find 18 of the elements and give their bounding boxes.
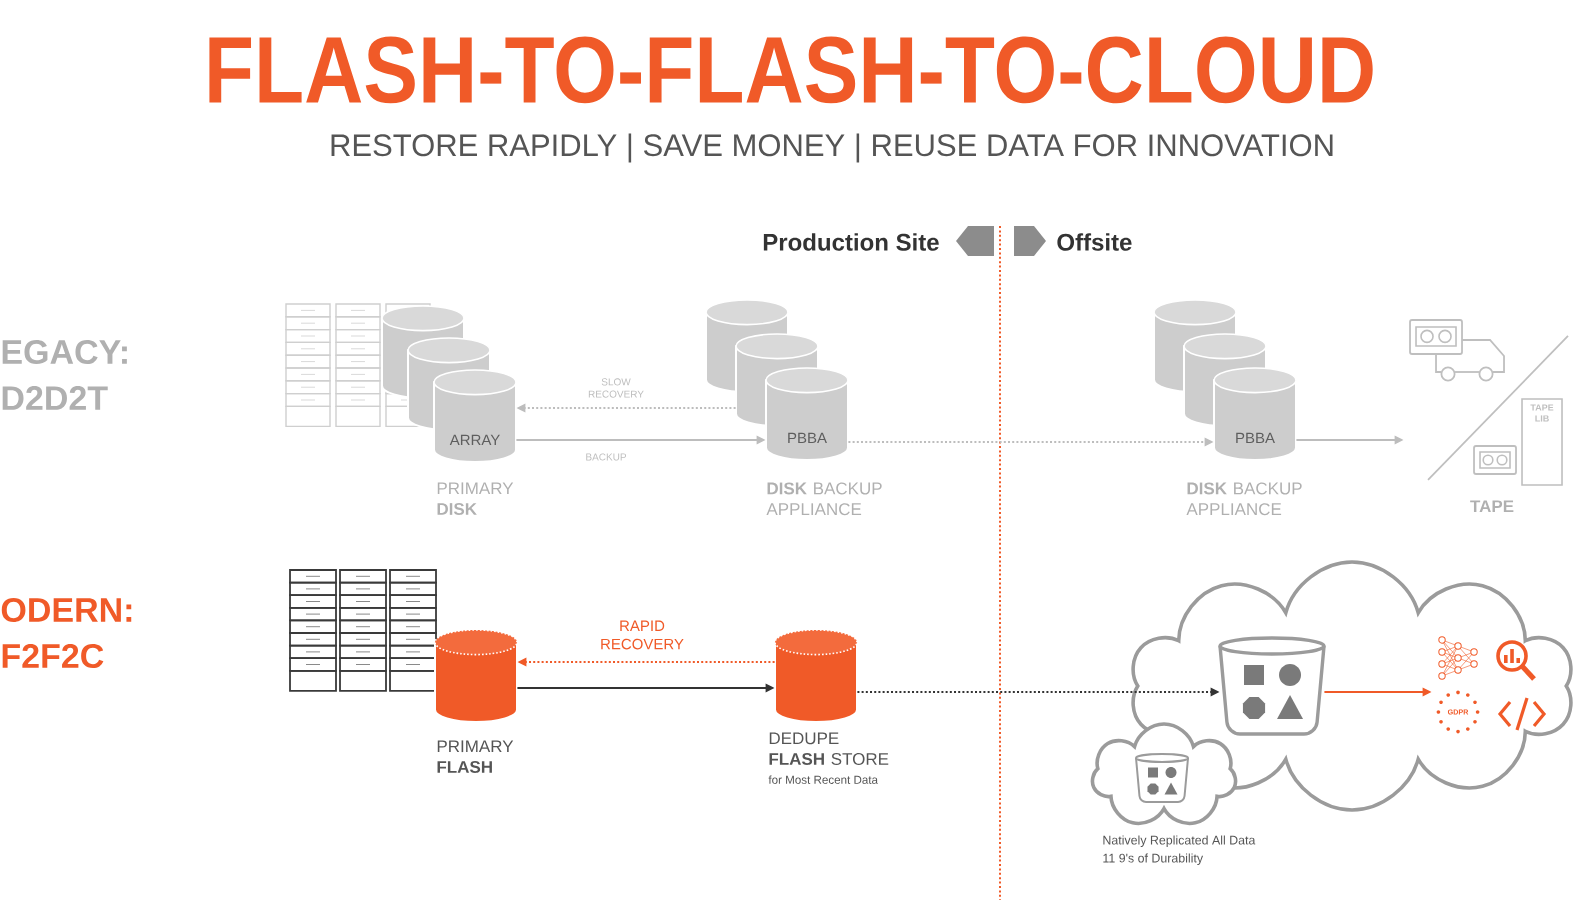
bucket-icon: [1218, 636, 1326, 736]
node-label: PRIMARY FLASH: [437, 740, 514, 773]
site-label: Production Site: [763, 233, 939, 251]
cylinder: [774, 629, 858, 723]
subtitle: RESTORE RAPIDLY | SAVE MONEY | REUSE DATA FOR INNOVATION: [331, 133, 1333, 163]
row-label: EGACY:: [2, 339, 127, 365]
cylinder: [434, 629, 518, 723]
node-label: DEDUPE FLASH STORE: [769, 732, 889, 765]
row-label: F2F2C: [2, 643, 104, 669]
node-label: PRIMARY DISK: [437, 482, 514, 515]
row-label: ODERN:: [1, 597, 132, 623]
site-label: Offsite: [1057, 233, 1132, 251]
row-label: D2D2T: [2, 386, 108, 410]
node-label: DISK BACKUP APPLIANCE: [1186, 482, 1302, 516]
bucket-icon: [1135, 753, 1189, 803]
node-label: DISK BACKUP APPLIANCE: [766, 482, 882, 516]
title: FLASH-TO-FLASH-TO-CLOUD: [209, 36, 1373, 104]
node-label: TAPE: [1470, 500, 1514, 513]
